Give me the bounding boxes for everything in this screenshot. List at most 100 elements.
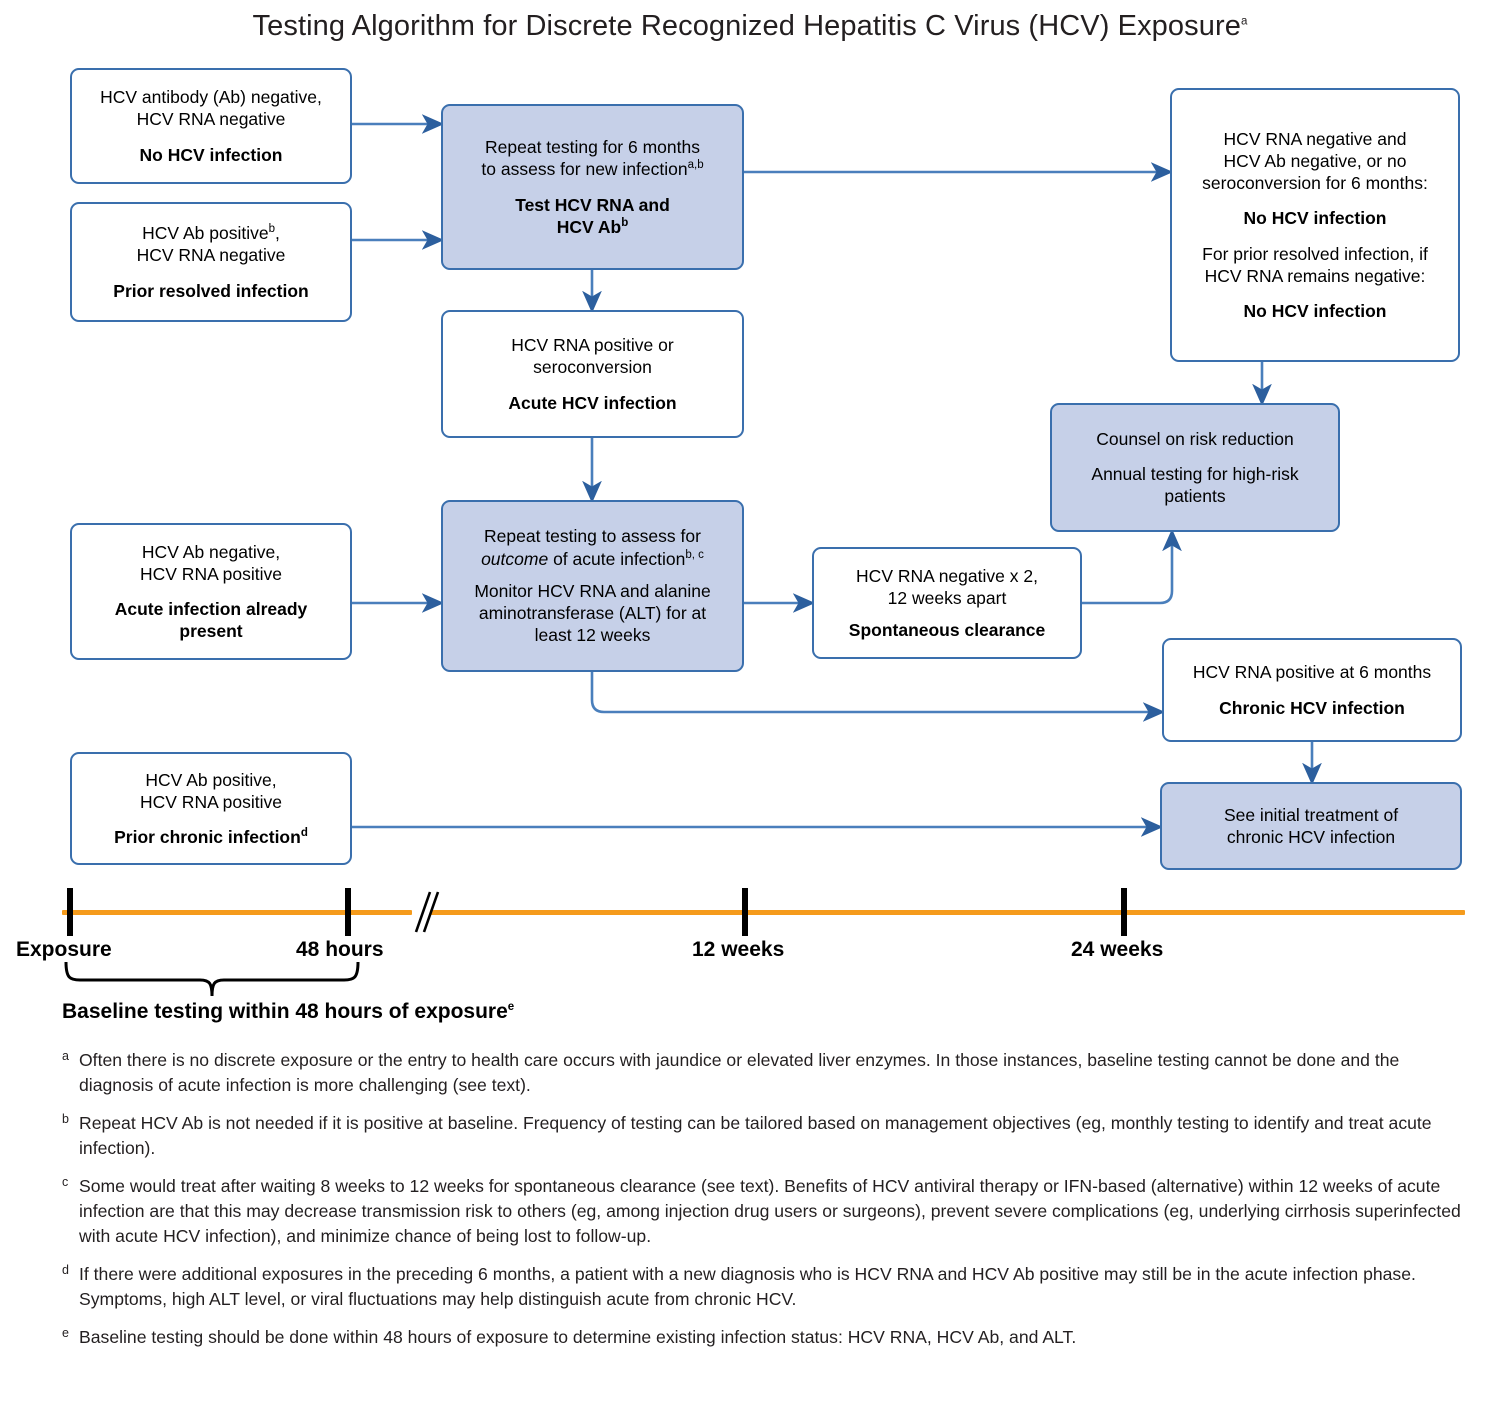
- box-counsel-risk-reduction[interactable]: Counsel on risk reduction Annual testing…: [1050, 403, 1340, 532]
- page-title-footnote-marker: a: [1240, 15, 1248, 28]
- timeline-tick-24-weeks: [1121, 888, 1127, 936]
- repeat6mo-line2-text: to assess for new infection: [481, 159, 688, 180]
- repeat6mo-line2: to assess for new infectiona,b: [481, 158, 703, 180]
- timeline-label-12-weeks: 12 weeks: [692, 938, 785, 961]
- footnote-e-text: Baseline testing should be done within 4…: [79, 1326, 1077, 1347]
- acutepresent-conclusion-2: present: [179, 621, 243, 642]
- acute-line2: seroconversion: [533, 357, 652, 378]
- timeline-line-right: [430, 910, 1465, 915]
- outcome-line4: aminotransferase (ALT) for at: [478, 603, 707, 624]
- timeline-tick-exposure: [67, 888, 73, 936]
- box1-line2: HCV RNA negative: [136, 109, 286, 130]
- baseline-testing-footnote-marker: e: [507, 1001, 515, 1013]
- acute-line1: HCV RNA positive or: [511, 335, 674, 356]
- acutepresent-line1: HCV Ab negative,: [141, 541, 281, 562]
- box-hcv-ab-negative-rna-negative[interactable]: HCV antibody (Ab) negative, HCV RNA nega…: [70, 68, 352, 184]
- outcome-line3: Monitor HCV RNA and alanine: [474, 580, 711, 601]
- box-acute-hcv-infection[interactable]: HCV RNA positive or seroconversion Acute…: [441, 310, 744, 438]
- noinf-line4: For prior resolved infection, if: [1202, 243, 1428, 264]
- priorchronic-conclusion: Prior chronic infectiond: [114, 826, 308, 848]
- outcome-line2-footnote-marker: b, c: [685, 548, 704, 561]
- footnote-e-marker: e: [62, 1325, 69, 1340]
- box-hcv-ab-negative-rna-positive[interactable]: HCV Ab negative, HCV RNA positive Acute …: [70, 523, 352, 660]
- footnote-c-text: Some would treat after waiting 8 weeks t…: [79, 1175, 1461, 1246]
- arrow-spontaneous-to-counsel: [1082, 528, 1182, 605]
- noinf-line5: HCV RNA remains negative:: [1204, 265, 1426, 286]
- box-hcv-ab-positive-rna-positive[interactable]: HCV Ab positive, HCV RNA positive Prior …: [70, 752, 352, 865]
- noinf-conclusion-2: No HCV infection: [1243, 301, 1387, 322]
- spontaneous-line1: HCV RNA negative x 2,: [856, 565, 1038, 586]
- timeline-label-exposure: Exposure: [16, 938, 112, 961]
- repeat6mo-line3: Test HCV RNA and: [515, 194, 670, 215]
- box1-conclusion: No HCV infection: [139, 144, 283, 165]
- acutepresent-line2: HCV RNA positive: [140, 563, 282, 584]
- baseline-testing-label: Baseline testing within 48 hours of expo…: [62, 1000, 514, 1024]
- timeline-tick-12-weeks: [742, 888, 748, 936]
- box-repeat-testing-6-months[interactable]: Repeat testing for 6 months to assess fo…: [441, 104, 744, 270]
- box-chronic-hcv-infection[interactable]: HCV RNA positive at 6 months Chronic HCV…: [1162, 638, 1462, 742]
- footnote-d-text: If there were additional exposures in th…: [79, 1263, 1416, 1309]
- page-title: Testing Algorithm for Discrete Recognize…: [0, 10, 1500, 43]
- seetreatment-line2: chronic HCV infection: [1226, 827, 1396, 847]
- chronic-line1: HCV RNA positive at 6 months: [1192, 662, 1432, 683]
- noinf-line2: HCV Ab negative, or no: [1223, 150, 1407, 171]
- footnote-b: b Repeat HCV Ab is not needed if it is p…: [62, 1111, 1472, 1161]
- box-no-hcv-infection-right[interactable]: HCV RNA negative and HCV Ab negative, or…: [1170, 88, 1460, 362]
- timeline-tick-48-hours: [345, 888, 351, 936]
- priorchronic-line1: HCV Ab positive,: [145, 769, 277, 790]
- outcome-line2-italic: outcome: [481, 548, 549, 569]
- priorchronic-conclusion-text: Prior chronic infection: [114, 827, 301, 848]
- priorchronic-line2: HCV RNA positive: [140, 791, 282, 812]
- footnote-a-text: Often there is no discrete exposure or t…: [79, 1050, 1400, 1095]
- repeat6mo-line1: Repeat testing for 6 months: [485, 137, 700, 158]
- timeline-line-left: [62, 910, 412, 915]
- acutepresent-conclusion-1: Acute infection already: [114, 599, 308, 619]
- box2-line2: HCV RNA negative: [136, 245, 286, 266]
- arrow-outcome-to-chronic: [590, 672, 1166, 722]
- outcome-line2: outcome of acute infectionb, c: [481, 548, 704, 570]
- outcome-line1: Repeat testing to assess for: [484, 526, 701, 547]
- box2-line1: HCV Ab positiveb,: [137, 222, 286, 244]
- footnote-e: e Baseline testing should be done within…: [62, 1325, 1472, 1350]
- baseline-testing-text: Baseline testing within 48 hours of expo…: [62, 1000, 508, 1023]
- noinf-line3: seroconversion for 6 months:: [1202, 173, 1428, 194]
- counsel-line3: patients: [1164, 486, 1226, 507]
- outcome-line2-rest: of acute infection: [548, 548, 686, 569]
- footnote-c: c Some would treat after waiting 8 weeks…: [62, 1174, 1472, 1249]
- repeat6mo-line4-footnote-marker: b: [621, 216, 629, 229]
- footnote-a-marker: a: [62, 1049, 69, 1063]
- seetreatment-line1: See initial treatment of: [1223, 804, 1399, 825]
- footnote-a: a Often there is no discrete exposure or…: [62, 1048, 1472, 1098]
- box-spontaneous-clearance[interactable]: HCV RNA negative x 2, 12 weeks apart Spo…: [812, 547, 1082, 659]
- box2-line1-tail: ,: [274, 223, 280, 244]
- chronic-conclusion: Chronic HCV infection: [1219, 697, 1405, 718]
- spontaneous-line2: 12 weeks apart: [887, 587, 1007, 608]
- box2-line1-text: HCV Ab positive: [142, 223, 269, 244]
- outcome-line5: least 12 weeks: [534, 625, 651, 646]
- timeline-label-48-hours: 48 hours: [296, 938, 384, 961]
- repeat6mo-line2-footnote-marker: a,b: [687, 159, 704, 172]
- baseline-brace: [64, 961, 360, 997]
- priorchronic-footnote-marker: d: [300, 827, 308, 840]
- box-repeat-testing-outcome[interactable]: Repeat testing to assess for outcome of …: [441, 500, 744, 672]
- acute-conclusion: Acute HCV infection: [508, 392, 677, 413]
- repeat6mo-line4: HCV Abb: [515, 216, 670, 238]
- noinf-conclusion-1: No HCV infection: [1243, 208, 1387, 229]
- footnote-c-marker: c: [62, 1174, 69, 1189]
- box-hcv-ab-positive-rna-negative[interactable]: HCV Ab positiveb, HCV RNA negative Prior…: [70, 202, 352, 322]
- noinf-line1: HCV RNA negative and: [1223, 128, 1407, 149]
- footnote-b-text: Repeat HCV Ab is not needed if it is pos…: [79, 1112, 1432, 1158]
- timeline-break-icon: [414, 891, 440, 933]
- box1-line1: HCV antibody (Ab) negative,: [100, 87, 322, 108]
- timeline-label-24-weeks: 24 weeks: [1071, 938, 1164, 961]
- counsel-line1: Counsel on risk reduction: [1096, 428, 1294, 449]
- box2-conclusion: Prior resolved infection: [113, 280, 309, 301]
- counsel-line2: Annual testing for high-risk: [1091, 463, 1299, 484]
- box-see-initial-treatment[interactable]: See initial treatment of chronic HCV inf…: [1160, 782, 1462, 870]
- box2-line1-footnote-marker: b: [268, 223, 275, 236]
- footnote-d-marker: d: [62, 1262, 69, 1277]
- spontaneous-conclusion: Spontaneous clearance: [848, 620, 1046, 641]
- footnotes: a Often there is no discrete exposure or…: [62, 1048, 1472, 1363]
- repeat6mo-line4-text: HCV Ab: [556, 216, 622, 237]
